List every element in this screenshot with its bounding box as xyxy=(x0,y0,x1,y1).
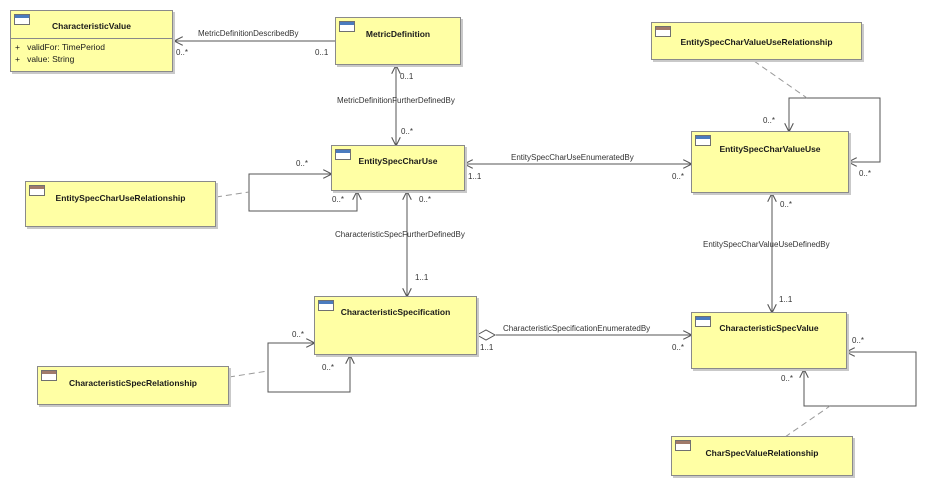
class-name: CharacteristicSpecValue xyxy=(719,323,819,333)
class-name: EntitySpecCharUseRelationship xyxy=(55,193,186,203)
association-class-icon xyxy=(29,185,45,196)
mult-further-defined-top: 0..1 xyxy=(400,72,414,81)
mult-value-use-defined-bottom: 1..1 xyxy=(779,295,793,304)
assoc-class-link-spec-value-rel xyxy=(784,405,831,438)
attribute-visibility: + xyxy=(15,54,20,64)
label-char-spec-enumerated-by: CharacteristicSpecificationEnumeratedBy xyxy=(503,324,651,333)
self-loop-entity-spec-char-use[interactable] xyxy=(248,174,357,212)
attribute-compartment: + validFor: TimePeriod + value: String xyxy=(11,38,172,73)
mult-metric-definition-end: 0..1 xyxy=(315,48,329,57)
class-char-spec-value-relationship[interactable]: CharSpecValueRelationship xyxy=(671,436,853,476)
class-name: CharacteristicSpecRelationship xyxy=(68,378,197,388)
class-name: EntitySpecCharValueUseRelationship xyxy=(680,37,833,47)
class-name: EntitySpecCharUse xyxy=(358,156,438,166)
class-entity-spec-char-use-relationship[interactable]: EntitySpecCharUseRelationship xyxy=(25,181,216,227)
mult-char-use-enumerated-right: 0..* xyxy=(672,172,685,181)
class-name: EntitySpecCharValueUse xyxy=(719,144,821,154)
class-entity-spec-char-use[interactable]: EntitySpecCharUse xyxy=(331,145,465,191)
mult-self-spec-value-a: 0..* xyxy=(852,336,865,345)
mult-self-spec-value-b: 0..* xyxy=(781,374,794,383)
label-char-use-enumerated-by: EntitySpecCharUseEnumeratedBy xyxy=(511,153,634,162)
mult-value-use-defined-top: 0..* xyxy=(780,200,793,209)
class-entity-spec-char-value-use[interactable]: EntitySpecCharValueUse xyxy=(691,131,849,193)
attribute-text: validFor: TimePeriod xyxy=(27,42,106,52)
assoc-class-link-char-use-rel xyxy=(215,191,250,198)
class-icon xyxy=(14,14,30,25)
self-loop-entity-spec-char-value-use[interactable] xyxy=(789,97,881,162)
class-name: MetricDefinition xyxy=(365,29,431,39)
label-metric-further-defined-by: MetricDefinitionFurtherDefinedBy xyxy=(337,96,455,105)
mult-characteristic-value-end: 0..* xyxy=(176,48,189,57)
self-loop-characteristic-spec-value[interactable] xyxy=(804,352,917,407)
class-entity-spec-char-value-use-relationship[interactable]: EntitySpecCharValueUseRelationship xyxy=(651,22,862,60)
attribute-visibility: + xyxy=(15,42,20,52)
class-characteristic-value[interactable]: CharacteristicValue + validFor: TimePeri… xyxy=(10,10,173,72)
class-icon xyxy=(339,21,355,32)
mult-self-char-use-a: 0..* xyxy=(296,159,309,168)
mult-self-char-use-b: 0..* xyxy=(332,195,345,204)
class-metric-definition[interactable]: MetricDefinition xyxy=(335,17,461,65)
mult-char-spec-enumerated-right: 0..* xyxy=(672,343,685,352)
mult-self-value-use-b: 0..* xyxy=(859,169,872,178)
class-name: CharacteristicValue xyxy=(52,21,131,31)
class-characteristic-spec-value[interactable]: CharacteristicSpecValue xyxy=(691,312,847,369)
association-class-icon xyxy=(655,26,671,37)
class-name: CharSpecValueRelationship xyxy=(705,448,819,458)
attribute-row: + value: String xyxy=(15,54,74,64)
mult-char-spec-enumerated-left: 1..1 xyxy=(480,343,494,352)
assoc-class-link-value-use-rel xyxy=(753,60,808,99)
class-icon xyxy=(695,316,711,327)
mult-char-spec-further-top: 0..* xyxy=(419,195,432,204)
attribute-row: + validFor: TimePeriod xyxy=(15,42,105,52)
assoc-class-link-char-spec-rel xyxy=(228,370,269,378)
mult-char-spec-further-bottom: 1..1 xyxy=(415,273,429,282)
self-loop-characteristic-specification[interactable] xyxy=(267,343,350,393)
attribute-text: value: String xyxy=(27,54,75,64)
label-char-spec-further-defined-by: CharacteristicSpecFurtherDefinedBy xyxy=(335,230,465,239)
class-characteristic-specification[interactable]: CharacteristicSpecification xyxy=(314,296,477,355)
class-characteristic-spec-relationship[interactable]: CharacteristicSpecRelationship xyxy=(37,366,229,405)
mult-self-value-use-a: 0..* xyxy=(763,116,776,125)
label-value-use-defined-by: EntitySpecCharValueUseDefinedBy xyxy=(703,240,830,249)
mult-further-defined-bottom: 0..* xyxy=(401,127,414,136)
association-class-icon xyxy=(675,440,691,451)
mult-char-use-enumerated-left: 1..1 xyxy=(468,172,482,181)
label-metric-described-by: MetricDefinitionDescribedBy xyxy=(198,29,299,38)
class-name: CharacteristicSpecification xyxy=(340,307,451,317)
association-class-icon xyxy=(41,370,57,381)
class-icon xyxy=(695,135,711,146)
aggregation-diamond xyxy=(475,329,497,341)
class-icon xyxy=(335,149,351,160)
mult-self-char-spec-b: 0..* xyxy=(322,363,335,372)
mult-self-char-spec-a: 0..* xyxy=(292,330,305,339)
class-icon xyxy=(318,300,334,311)
